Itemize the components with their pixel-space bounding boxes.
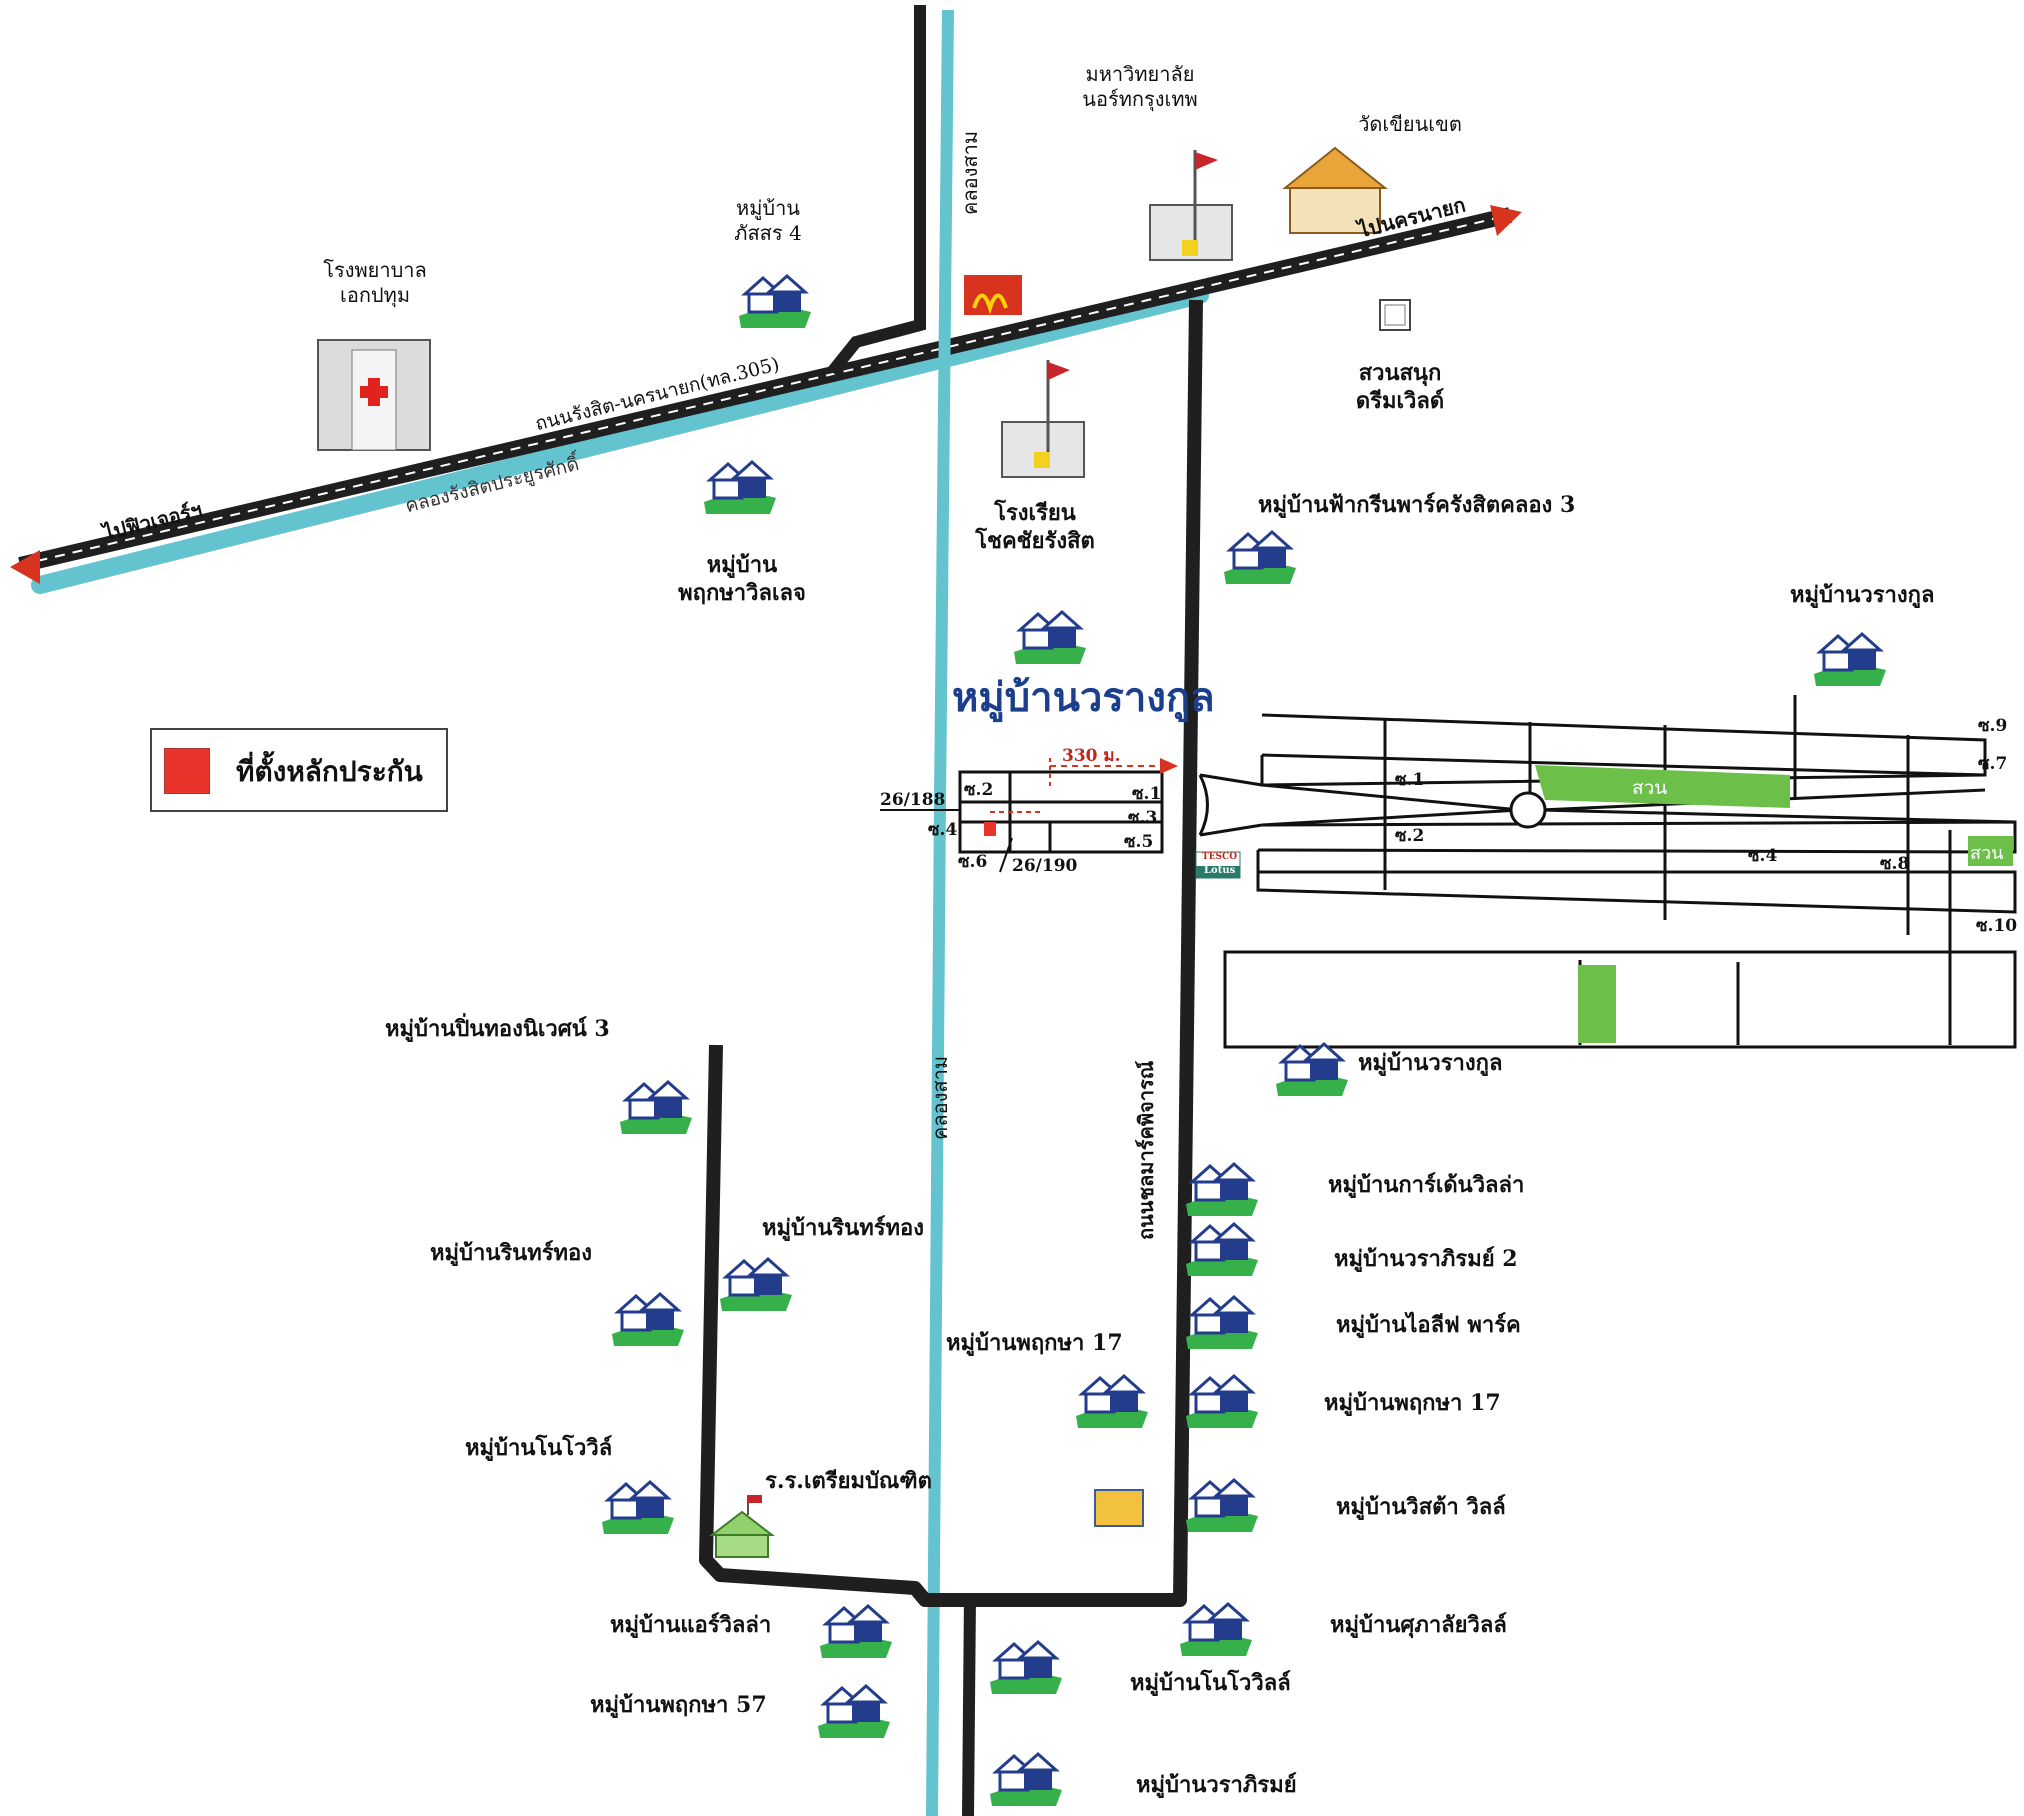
school2-label: ร.ร.เตรียมบัณฑิต: [765, 1468, 932, 1494]
village-rintong-mid-label: หมู่บ้านรินทร์ทอง: [762, 1215, 924, 1241]
house-icon: [602, 1479, 674, 1534]
village-noville-bottom-label: หมู่บ้านโนโววิลล์: [1130, 1670, 1291, 1696]
hospital-icon: [317, 339, 431, 451]
school2-icon: [709, 1495, 775, 1558]
east-soi-9-label: ซ.9: [1978, 716, 2008, 736]
main-road-dash: [19, 214, 1511, 566]
house-icon: [820, 1603, 892, 1658]
canal-sam-top-label: คลองสาม: [958, 130, 982, 215]
village-warangkool-right-label: หมู่บ้านวรางกูล: [1790, 582, 1935, 608]
tesco-label: TESCO: [1202, 852, 1238, 862]
roundabout: [1509, 791, 1547, 829]
east-soi-1-label: ซ.1: [1395, 770, 1425, 790]
village-pruksa17-right-label: หมู่บ้านพฤกษา 17: [1324, 1390, 1501, 1416]
village-vista-label: หมู่บ้านวิสต้า วิลล์: [1336, 1494, 1506, 1520]
house-icon: [720, 1256, 792, 1311]
building-icon: [1094, 1489, 1144, 1527]
village-pintong3-label: หมู่บ้านปิ่นทองนิเวศน์ 3: [385, 1016, 610, 1042]
house-icon: [620, 1079, 692, 1134]
east-soi-4-label: ซ.4: [1748, 846, 1778, 866]
park-label: สวน: [1632, 777, 1668, 799]
east-soi-8-label: ซ.8: [1880, 854, 1910, 874]
house-icon: [704, 459, 776, 514]
tesco-lotus-icon: [1195, 851, 1241, 879]
temple-label: วัดเขียนเขต: [1358, 112, 1462, 136]
distance-label: 330 ม.: [1062, 746, 1121, 766]
road-south-stub: [962, 1594, 976, 1816]
house-icon: [1186, 1161, 1258, 1216]
east-soi-10-label: ซ.10: [1976, 916, 2018, 936]
main-canal: [31, 286, 1209, 594]
village-fah-green-label: หมู่บ้านฟ้ากรีนพาร์ครังสิตคลอง 3: [1258, 492, 1576, 518]
university-label: มหาวิทยาลัย นอร์ทกรุงเทพ: [1082, 62, 1198, 111]
park-label-2: สวน: [1970, 843, 2004, 864]
village-pruksa17-mid-label: หมู่บ้านพฤกษา 17: [946, 1330, 1123, 1356]
soi-2-label: ซ.2: [964, 780, 994, 800]
park-area-2: [1968, 836, 2013, 866]
village-garden-villa-label: หมู่บ้านการ์เด้นวิลล่า: [1328, 1172, 1525, 1198]
park-area-3: [1578, 965, 1616, 1043]
house-icon: [1180, 1601, 1252, 1656]
estate-entry: [1198, 773, 1263, 837]
house-icon: [818, 1683, 890, 1738]
village-passorn4-label: หมู่บ้าน ภัสสร 4: [734, 196, 802, 245]
house-icon: [1076, 1373, 1148, 1428]
village-noville-left-label: หมู่บ้านโนโววิล์: [465, 1435, 613, 1461]
house-icon: [1014, 609, 1086, 664]
hospital-label: โรงพยาบาล เอกปทุม: [323, 258, 427, 307]
lot-b-label: 26/190: [1012, 856, 1078, 876]
soi-3-label: ซ.3: [1128, 808, 1158, 828]
house-icon: [612, 1291, 684, 1346]
house-icon: [1224, 529, 1296, 584]
soi-1-label: ซ.1: [1132, 784, 1162, 804]
chonlamark-road-label: ถนนชลมาร์คพิจารณ์: [1134, 1060, 1158, 1240]
canal-sam-bottom-label: คลองสาม: [928, 1055, 952, 1140]
east-soi-2-label: ซ.2: [1395, 826, 1425, 846]
chonlamark-road: [699, 299, 1203, 1607]
house-icon: [1186, 1477, 1258, 1532]
legend: ที่ตั้งหลักประกัน: [150, 728, 448, 812]
village-waraphirom2-label: หมู่บ้านวราภิรมย์ 2: [1334, 1246, 1518, 1272]
park-area: [1535, 765, 1790, 808]
arrow-right: [1490, 205, 1522, 236]
temple-icon: [1282, 146, 1388, 234]
house-icon: [1186, 1221, 1258, 1276]
village-ilife-label: หมู่บ้านไอลีฟ พาร์ค: [1336, 1312, 1521, 1338]
legend-swatch: [164, 748, 210, 794]
mcdonalds-icon: [964, 275, 1022, 315]
house-icon: [1186, 1373, 1258, 1428]
village-supalai-label: หมู่บ้านศุภาลัยวิลล์: [1330, 1612, 1507, 1638]
east-soi-7-label: ซ.7: [1978, 754, 2008, 774]
house-icon: [1814, 631, 1886, 686]
village-rintong-left-label: หมู่บ้านรินทร์ทอง: [430, 1240, 592, 1266]
village-pruksa-ville-label: หมู่บ้าน พฤกษาวิลเลจ: [678, 552, 806, 606]
village-warangkool-lower-label: หมู่บ้านวรางกูล: [1358, 1050, 1503, 1076]
house-icon: [990, 1639, 1062, 1694]
collateral-marker: [984, 822, 996, 836]
village-waraphirom-label: หมู่บ้านวราภิรมย์: [1136, 1772, 1297, 1798]
soi-4-label: ซ.4: [928, 820, 958, 840]
map-title: หมู่บ้านวรางกูล: [952, 675, 1215, 721]
lotus-label: Lotus: [1204, 865, 1236, 876]
khlong-sam-canal: [926, 9, 954, 1816]
house-icon: [1186, 1294, 1258, 1349]
road-north-branch: [827, 5, 926, 376]
school-label: โรงเรียน โชคชัยรังสิต: [975, 500, 1095, 554]
dreamworld-label: สวนสนุก ดรีมเวิลด์: [1355, 360, 1445, 414]
lot-a-label: 26/188: [880, 790, 946, 810]
dreamworld-icon: [1379, 299, 1411, 331]
village-air-villa-label: หมู่บ้านแอร์วิลล่า: [610, 1612, 772, 1638]
house-icon: [990, 1751, 1062, 1806]
school-icon: [1001, 360, 1085, 478]
soi-6-label: ซ.6: [958, 852, 988, 872]
house-icon: [1276, 1041, 1348, 1096]
house-icon: [739, 273, 811, 328]
soi-5-label: ซ.5: [1124, 832, 1154, 852]
arrow-left: [10, 550, 40, 584]
legend-label: ที่ตั้งหลักประกัน: [236, 755, 423, 788]
village-pruksa57-label: หมู่บ้านพฤกษา 57: [590, 1692, 767, 1718]
university-icon: [1149, 150, 1233, 261]
